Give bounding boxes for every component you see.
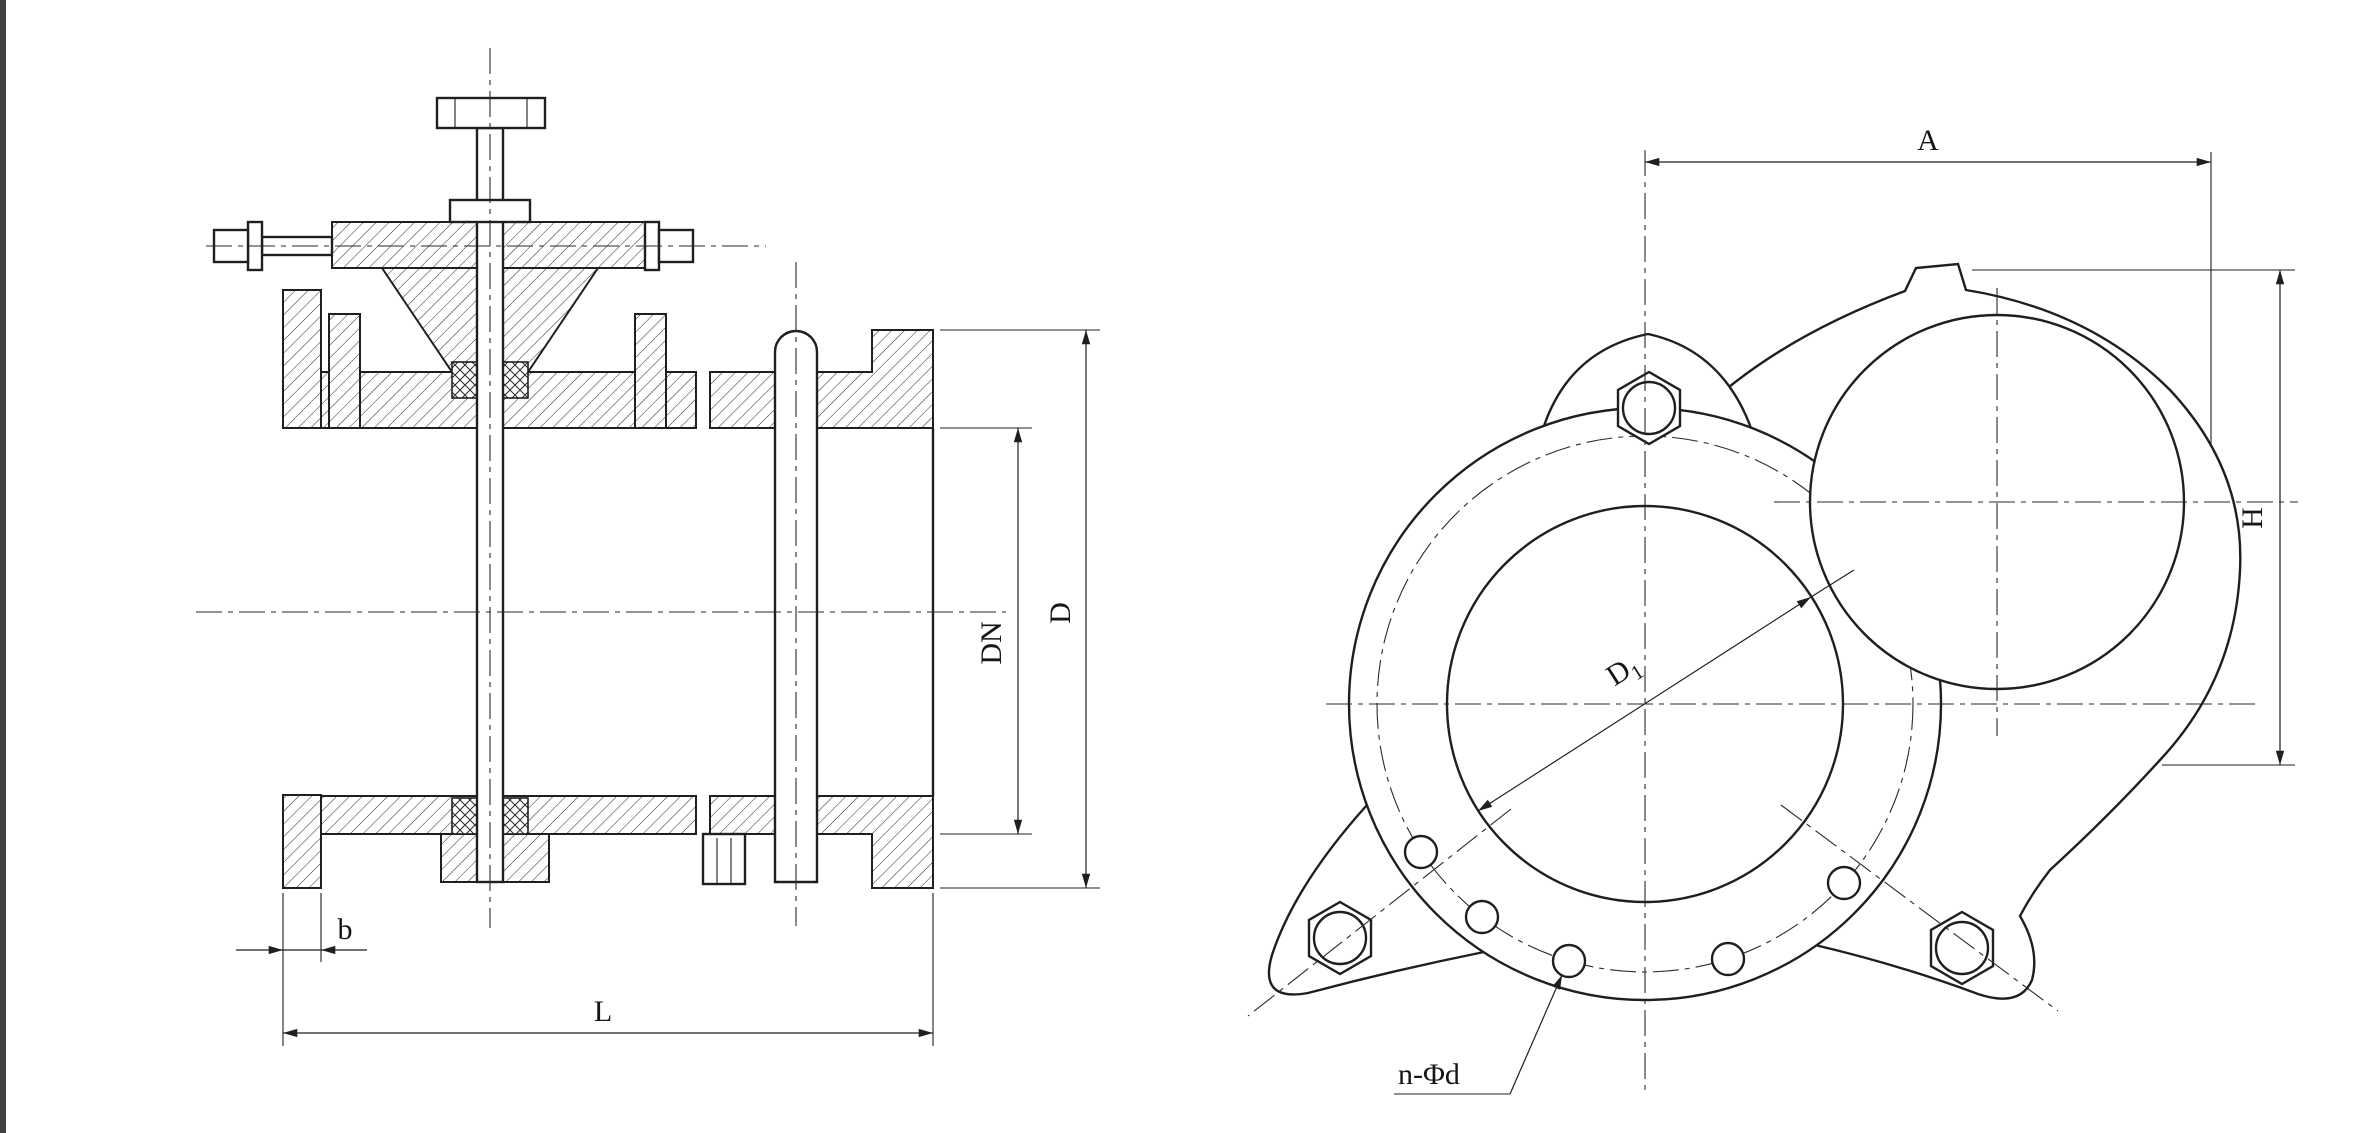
- dim-D1-extension: [1810, 569, 1855, 598]
- section-centerlines: [196, 48, 1006, 928]
- section-hatched-parts: [282, 221, 934, 889]
- hex-bolt-top-shank: [1621, 380, 1677, 436]
- telescoping-sleeve: [701, 832, 747, 886]
- bolt-hole: [1403, 834, 1439, 870]
- bolt-holes: [1403, 834, 1862, 979]
- bottom-left-lug: [1267, 804, 1485, 996]
- dim-DN-label: DN: [975, 621, 1008, 664]
- packing-top-right: [502, 361, 529, 399]
- t-handle-bar: [435, 96, 547, 130]
- packing-seals: [451, 361, 529, 835]
- packing-bottom-left: [451, 797, 478, 835]
- front-view: A H D1 n-Φd: [1247, 124, 2298, 1095]
- dim-D-label: D: [1044, 602, 1077, 624]
- screen-left-edge-artifact: [0, 0, 6, 1133]
- bolt-pattern-note: n-Φd: [1398, 1058, 1460, 1091]
- left-bolt-lug: [328, 313, 361, 429]
- lug-radial-centerline-right: [1780, 804, 2059, 1012]
- t-handle-grip-lines: [454, 98, 528, 128]
- left-flange-upper-section: [282, 289, 322, 429]
- hex-bolt-bottom-right-shank: [1934, 920, 1990, 976]
- bolt-hole: [1710, 941, 1746, 977]
- dim-A-label: A: [1917, 124, 1939, 157]
- left-flange-lower-section: [282, 794, 322, 889]
- right-bolt-lug: [634, 313, 667, 429]
- lug-radial-centerline-left: [1247, 808, 1512, 1017]
- section-dimensions: b L DN D: [236, 329, 1100, 1046]
- bolt-pattern-leader: [1509, 974, 1563, 1095]
- packing-top-left: [451, 361, 478, 399]
- hex-bolt-bottom-right: [1929, 910, 1995, 986]
- hex-bolt-top: [1616, 370, 1682, 446]
- top-lug: [1542, 332, 1753, 429]
- spigot-pipe-top-wall: [709, 329, 934, 429]
- section-stems-and-bolts: [212, 96, 935, 886]
- sleeve-wall-lines: [716, 838, 732, 884]
- dim-D1-line: [1477, 596, 1812, 812]
- hex-bolt-bottom-left-shank: [1312, 910, 1368, 966]
- dim-L-label: L: [594, 995, 612, 1028]
- bolt-hole: [1551, 943, 1587, 979]
- dim-b-label: b: [338, 913, 353, 946]
- packing-bottom-right: [502, 797, 529, 835]
- bolt-hole: [1464, 899, 1500, 935]
- dim-H-label: H: [2236, 507, 2269, 529]
- section-view: b L DN D: [196, 48, 1100, 1046]
- lug-hex-bolts: [1307, 370, 1995, 986]
- bolt-hole: [1826, 865, 1862, 901]
- valve-body-outline: [1728, 262, 2242, 1000]
